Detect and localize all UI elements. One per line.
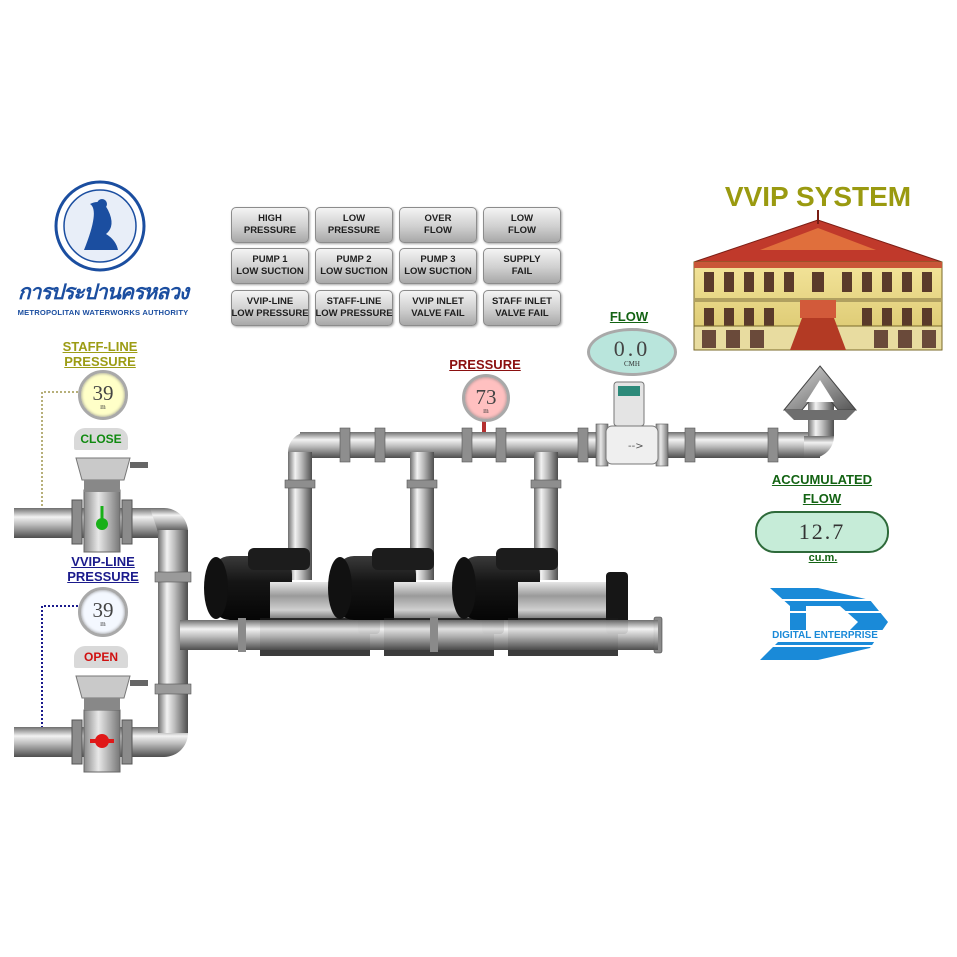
header-pressure-value: 73 xyxy=(475,385,497,409)
system-title: VVIP SYSTEM xyxy=(724,181,912,212)
staff-line-pressure-unit: m xyxy=(100,403,106,411)
vvip-line-title-2: PRESSURE xyxy=(67,569,139,584)
flow-meter: --> xyxy=(595,381,669,467)
alarm-label-line: VALVE FAIL xyxy=(495,308,549,319)
staff-line-title-2: PRESSURE xyxy=(64,354,136,369)
alarm-label-line: OVER xyxy=(424,213,452,224)
accumulated-flow-title: ACCUMULATED FLOW xyxy=(752,472,892,506)
brand-name: DIGITAL ENTERPRISE xyxy=(758,630,892,642)
vvip-line-pressure-value: 39 xyxy=(92,598,114,622)
flow-value: 0.0 xyxy=(613,336,651,361)
alarm-label-line: FLOW xyxy=(508,225,536,236)
alarm-label-line: SUPPLY xyxy=(503,254,541,265)
alarm-label-line: VALVE FAIL xyxy=(411,308,465,319)
alarm-label-line: LOW PRESSURE xyxy=(231,308,309,319)
alarm-label-line: LOW PRESSURE xyxy=(315,308,393,319)
alarm-label-line: LOW SUCTION xyxy=(404,266,472,277)
alarm-label-line: VVIP INLET xyxy=(412,296,464,307)
vvip-line-valve[interactable] xyxy=(71,675,148,773)
alarm-label-line: FAIL xyxy=(511,266,533,277)
alarm-label-line: HIGH xyxy=(258,213,282,224)
vvip-line-pipe xyxy=(14,630,188,757)
alarm-label-line: FLOW xyxy=(424,225,452,236)
accumulated-flow-display: 12.7 xyxy=(755,511,889,553)
alarm-label-line: LOW xyxy=(342,213,366,224)
header-pressure-gauge: 73 m xyxy=(462,374,510,422)
alarm-label-line: LOW SUCTION xyxy=(236,266,304,277)
accumulated-flow-unit: cu.m. xyxy=(808,552,838,564)
accumulated-flow-title-1: ACCUMULATED xyxy=(771,472,873,487)
staff-line-title-1: STAFF-LINE xyxy=(62,339,138,354)
alarm-label-line: PUMP 3 xyxy=(420,254,456,265)
staff-line-pressure-value: 39 xyxy=(92,381,114,405)
vvip-valve-status: OPEN xyxy=(74,646,128,668)
alarm-label-line: STAFF INLET xyxy=(492,296,552,307)
staff-line-pressure-gauge: 39 m xyxy=(78,370,128,420)
vvip-line-pressure-gauge: 39 m xyxy=(78,587,128,637)
staff-line-valve[interactable] xyxy=(71,457,148,553)
alarm-label-line: LOW xyxy=(510,213,534,224)
staff-signal-line xyxy=(41,391,78,508)
alarm-label-line: PRESSURE xyxy=(243,225,297,236)
mwa-logo: การประปานครหลวง METROPOLITAN WATERWORKS … xyxy=(10,184,190,324)
vvip-line-pressure-title: VVIP-LINE PRESSURE xyxy=(40,554,166,584)
vvip-line-title-1: VVIP-LINE xyxy=(71,554,135,569)
discharge-flanges xyxy=(284,427,779,489)
alarm-label-line: PUMP 1 xyxy=(252,254,288,265)
digital-enterprise-logo-mark xyxy=(752,588,900,660)
alarm-label-line: LOW SUCTION xyxy=(320,266,388,277)
penrose-triangle-icon xyxy=(782,365,858,420)
accumulated-flow-title-2: FLOW xyxy=(802,491,842,506)
header-pressure-unit: m xyxy=(483,407,489,415)
accumulated-flow-value: 12.7 xyxy=(798,519,846,544)
staff-valve-status: CLOSE xyxy=(74,428,128,450)
alarm-label-line: PUMP 2 xyxy=(336,254,372,265)
svg-text:-->: --> xyxy=(628,441,644,452)
mwa-thai-name: การประปานครหลวง xyxy=(17,281,189,304)
flow-unit: CMH xyxy=(624,360,640,368)
header-pressure-title: PRESSURE xyxy=(449,357,521,372)
mwa-emblem xyxy=(54,180,146,272)
vvip-line-pressure-unit: m xyxy=(100,620,106,628)
vvip-building-image xyxy=(693,210,943,351)
alarm-label-line: PRESSURE xyxy=(327,225,381,236)
staff-line-pressure-title: STAFF-LINE PRESSURE xyxy=(40,339,160,369)
flow-title: FLOW xyxy=(609,309,649,324)
mwa-english-name: METROPOLITAN WATERWORKS AUTHORITY xyxy=(17,308,189,317)
alarm-label-line: STAFF-LINE xyxy=(326,296,382,307)
vvip-signal-line xyxy=(41,605,78,727)
pressure-gauge-stem xyxy=(482,414,486,432)
alarm-label-line: VVIP-LINE xyxy=(246,296,294,307)
flow-display: 0.0 CMH xyxy=(587,328,677,376)
